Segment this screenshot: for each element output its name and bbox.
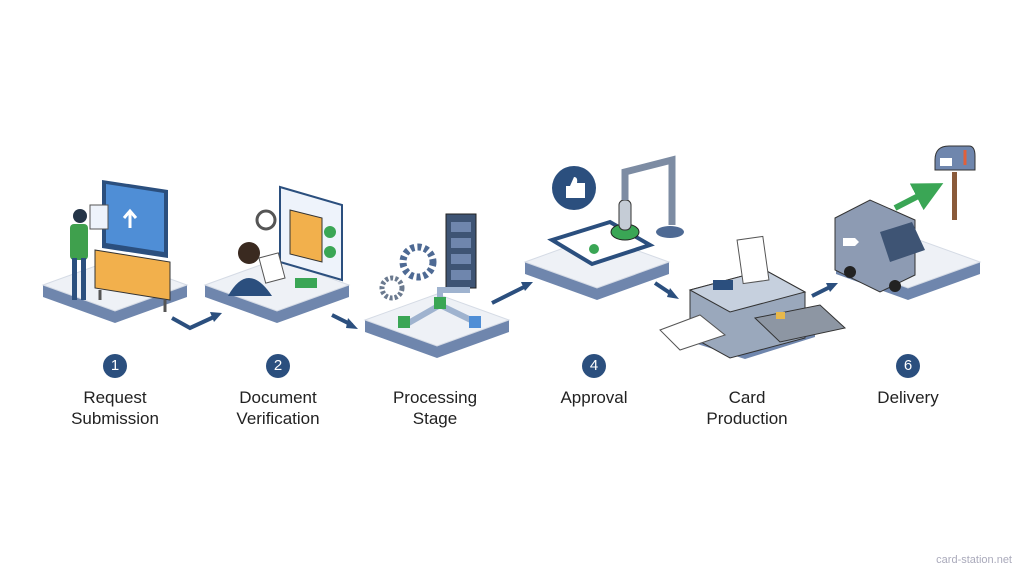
platform-3-side [365,320,509,358]
arrow-3-4 [491,284,527,305]
arrow-1-2 [171,314,217,331]
step-3-title-line2: Stage [412,409,458,428]
step-6-label: Delivery [877,388,939,407]
approval-illustration [547,155,684,267]
step-2-badge: 2 [266,354,290,378]
step-4-badge: 4 [582,354,606,378]
watermark: card-station.net [936,554,1012,566]
platform-1-side [43,285,187,323]
card-production-illustration [659,235,847,359]
platform-4-side [525,262,669,300]
step-6-badge: 6 [896,354,920,378]
platform-2-side [205,285,349,323]
delivery-illustration [834,145,976,293]
processing-stage-illustration [379,213,481,328]
step-2-title-line1: Document [239,388,317,407]
arrow-heads [210,282,838,329]
step-1-badge: 1 [103,354,127,378]
step-1-title-line2: Submission [71,409,159,428]
platform-3-top [363,293,511,347]
document-verification-illustration [228,185,343,296]
step-5-title-line1: Card [728,388,766,407]
step-4-label: Approval [560,388,628,407]
step-3-title-line1: Processing [392,388,478,407]
request-submission-illustration [70,180,171,312]
step-1-title-line1: Request [83,388,147,407]
step-5-title-line2: Production [706,409,788,428]
step-2-title-line2: Verification [236,409,320,428]
